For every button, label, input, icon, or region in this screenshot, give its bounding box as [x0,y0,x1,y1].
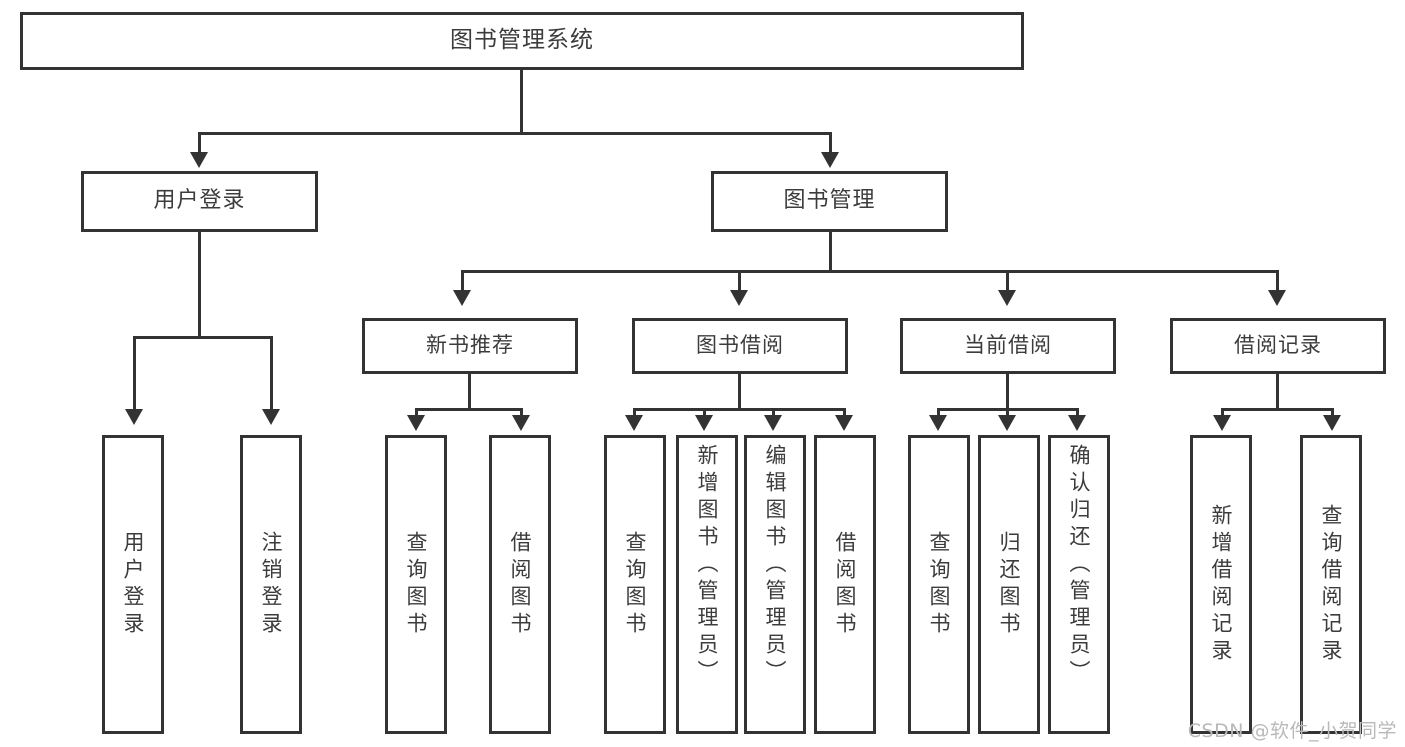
node-label: 查询图书 [927,530,952,639]
node-user-login[interactable]: 用户登录 [81,171,318,232]
arrow-current-borrow-to-confirm [1068,415,1086,431]
leaf-edit-book-admin[interactable]: 编辑图书（管理员） [744,435,806,734]
leaf-borrow-book[interactable]: 借阅图书 [814,435,876,734]
node-label: 确认归还（管理员） [1067,444,1092,687]
arrow-book-borrow-to-borrow [835,415,853,431]
node-label: 注销登录 [259,530,284,639]
leaf-borrow-book-recommend[interactable]: 借阅图书 [489,435,551,734]
connector-book-manage-bus [461,270,1279,273]
arrow-book-borrow-to-edit [764,415,782,431]
connector-borrow-record-bus [1221,408,1334,411]
connector-root-stem [520,70,523,132]
connector-book-borrow-c2 [703,408,706,418]
node-label: 当前借阅 [964,333,1052,358]
arrow-current-borrow-to-return [998,415,1016,431]
leaf-add-borrow-record[interactable]: 新增借阅记录 [1190,435,1252,734]
arrow-root-to-user-login [190,152,208,168]
leaf-add-book-admin[interactable]: 新增图书（管理员） [676,435,738,734]
arrow-book-borrow-to-query [625,415,643,431]
node-book-manage[interactable]: 图书管理 [711,171,948,232]
leaf-return-book[interactable]: 归还图书 [978,435,1040,734]
connector-new-book-bus [415,408,523,411]
leaf-logout[interactable]: 注销登录 [240,435,302,734]
connector-to-new-book [461,270,464,292]
connector-new-book-right [520,408,523,418]
connector-book-borrow-stem [738,374,741,410]
connector-borrow-record-stem [1276,374,1279,410]
connector-root-to-book-manage [829,132,832,154]
connector-root-to-user-login [198,132,201,154]
node-label: 图书管理系统 [450,27,594,54]
node-book-borrow[interactable]: 图书借阅 [632,318,848,374]
node-label: 用户登录 [153,188,246,214]
node-label: 查询借阅记录 [1319,503,1344,666]
arrow-to-book-borrow [730,290,748,306]
node-label: 查询图书 [623,530,648,639]
arrow-current-borrow-to-query [929,415,947,431]
node-label: 用户登录 [121,530,146,639]
connector-book-borrow-c3 [772,408,775,418]
connector-user-login-left [133,336,136,411]
node-current-borrow[interactable]: 当前借阅 [900,318,1116,374]
leaf-query-book-current[interactable]: 查询图书 [908,435,970,734]
arrow-new-book-to-query [407,415,425,431]
connector-book-manage-stem [829,232,832,272]
arrow-to-current-borrow [998,290,1016,306]
leaf-query-book-borrow[interactable]: 查询图书 [604,435,666,734]
connector-book-borrow-bus [633,408,846,411]
node-label: 图书借阅 [696,333,784,358]
connector-book-borrow-c1 [633,408,636,418]
leaf-user-login[interactable]: 用户登录 [102,435,164,734]
node-label: 新增借阅记录 [1209,503,1234,666]
arrow-user-login-to-logout [262,409,280,425]
connector-current-borrow-c1 [937,408,940,418]
arrow-to-borrow-record [1268,290,1286,306]
node-label: 查询图书 [404,530,429,639]
node-label: 新增图书（管理员） [695,444,720,687]
connector-current-borrow-c2 [1006,408,1009,418]
connector-borrow-record-left [1221,408,1224,418]
connector-to-book-borrow [738,270,741,292]
connector-user-login-bus [133,336,270,339]
connector-current-borrow-stem [1006,374,1009,410]
arrow-book-borrow-to-add [695,415,713,431]
arrow-root-to-book-manage [821,152,839,168]
connector-new-book-left [415,408,418,418]
node-label: 借阅图书 [833,530,858,639]
connector-to-borrow-record [1276,270,1279,292]
connector-current-borrow-c3 [1076,408,1079,418]
connector-new-book-stem [468,374,471,410]
node-label: 新书推荐 [426,333,514,358]
node-label: 编辑图书（管理员） [763,444,788,687]
arrow-new-book-to-borrow [512,415,530,431]
connector-user-login-right [270,336,273,411]
node-borrow-record[interactable]: 借阅记录 [1170,318,1386,374]
arrow-borrow-record-to-add [1213,415,1231,431]
connector-user-login-stem [198,232,201,338]
connector-to-current-borrow [1006,270,1009,292]
node-new-book-recommend[interactable]: 新书推荐 [362,318,578,374]
node-label: 图书管理 [783,188,876,214]
leaf-confirm-return-admin[interactable]: 确认归还（管理员） [1048,435,1110,734]
leaf-query-book-recommend[interactable]: 查询图书 [385,435,447,734]
connector-borrow-record-right [1331,408,1334,418]
arrow-user-login-to-login [125,409,143,425]
leaf-query-borrow-record[interactable]: 查询借阅记录 [1300,435,1362,734]
connector-root-bus [198,132,831,135]
arrow-borrow-record-to-query [1323,415,1341,431]
arrow-to-new-book-recommend [453,290,471,306]
node-label: 归还图书 [997,530,1022,639]
connector-book-borrow-c4 [843,408,846,418]
node-root-system[interactable]: 图书管理系统 [20,12,1024,70]
node-label: 借阅图书 [508,530,533,639]
node-label: 借阅记录 [1234,333,1322,358]
